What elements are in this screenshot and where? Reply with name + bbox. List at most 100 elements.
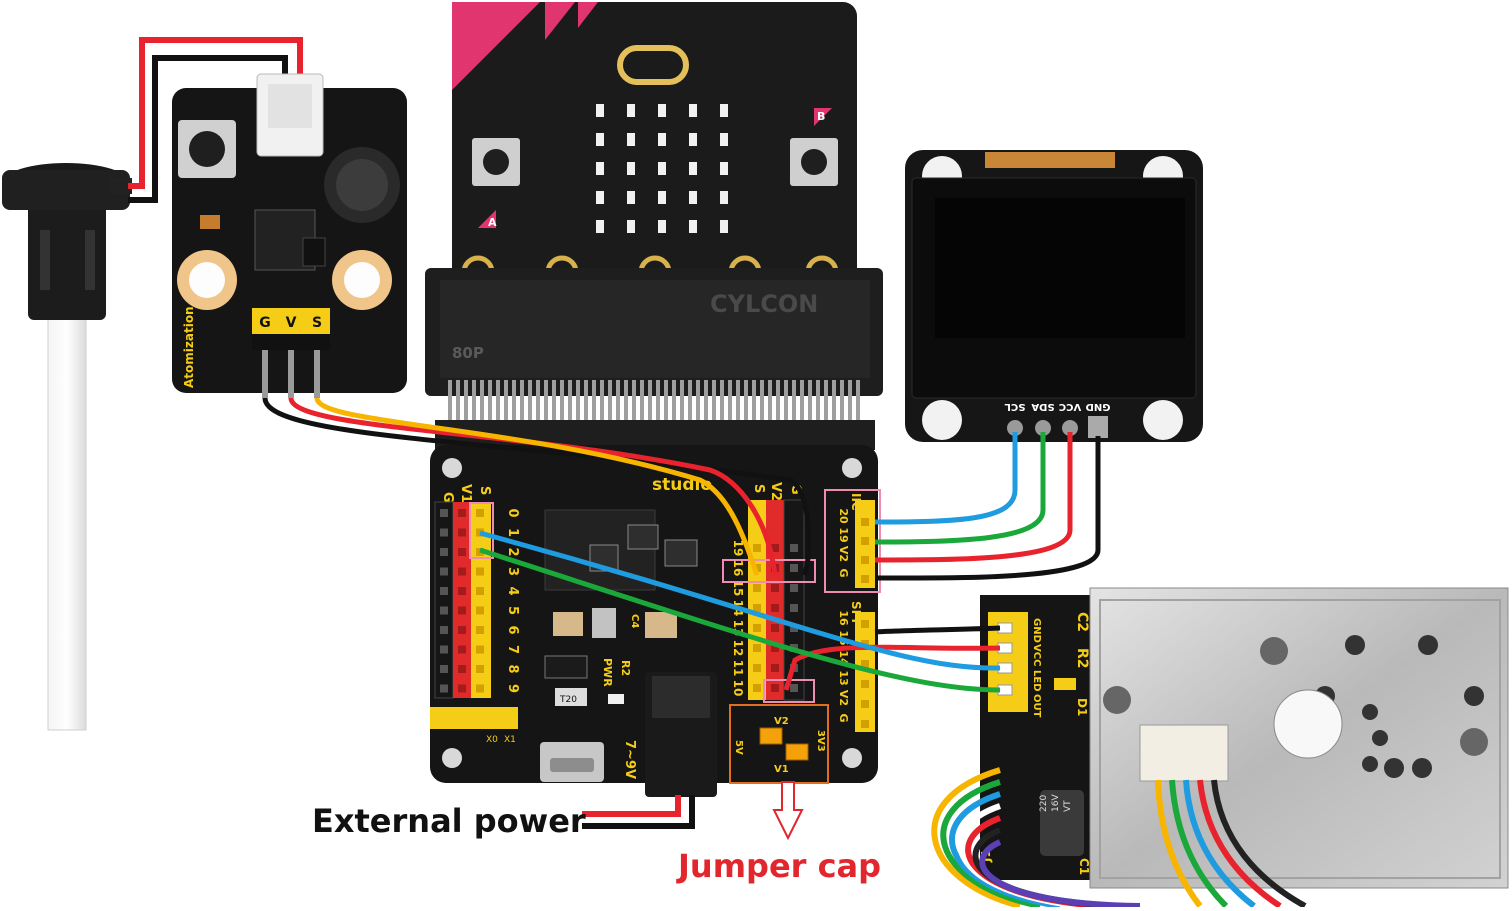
spi-pin-label: V2 (837, 690, 850, 706)
header-pin (458, 645, 466, 654)
led (627, 104, 635, 117)
connector-pin (712, 380, 716, 422)
atomizer-transducer (2, 163, 132, 731)
header-pin (458, 587, 466, 595)
led (689, 133, 697, 146)
connector-pin (472, 380, 476, 422)
mid-pin-label: 19 (731, 540, 745, 557)
connector-pin (736, 380, 740, 422)
connector-pin (848, 380, 852, 422)
connector-pin (672, 380, 676, 422)
header-pin (458, 509, 466, 517)
wire-oled-scl (874, 432, 1018, 525)
transducer-wire-black (128, 55, 288, 203)
led (627, 220, 635, 233)
header-pin (476, 606, 484, 615)
header-pin (458, 665, 466, 673)
left-header-s: S (477, 486, 492, 495)
header-pin (997, 622, 1013, 634)
header-pin (861, 575, 869, 583)
led (720, 133, 728, 146)
iic-pin-label: G (837, 568, 850, 577)
wire-atomizer-v (288, 397, 778, 576)
iic-label: IIC (849, 493, 863, 511)
header-pin (458, 626, 466, 634)
misc-c4: C4 (629, 614, 640, 628)
wire-oled-vcc (874, 432, 1073, 563)
connector-pin (632, 380, 636, 422)
connector-pin (600, 380, 604, 422)
left-pin-label: 2 (505, 547, 520, 556)
header-pin (440, 684, 448, 693)
led (720, 220, 728, 233)
mid-header-g: G (788, 484, 803, 495)
left-pin-label: 3 (505, 567, 520, 576)
connector-pin (568, 380, 572, 422)
led (658, 191, 666, 204)
misc-t20: T20 (559, 695, 577, 705)
jumper-label-3v3: 3V3 (815, 730, 826, 752)
connector-pin (696, 380, 700, 422)
header-pin (790, 584, 798, 592)
left-pin-label: 5 (505, 606, 520, 615)
connector-brand: CYLCON (710, 290, 818, 318)
dust-label-d1: D1 (1075, 698, 1089, 716)
connector-label: 80P (452, 344, 484, 362)
left-header-v1: V1 (458, 484, 473, 503)
connector-pin (448, 380, 452, 422)
header-pin (753, 624, 761, 632)
header-pin (790, 544, 798, 552)
header-pin (440, 626, 448, 634)
header-pin (790, 624, 798, 632)
header-pin (771, 664, 779, 672)
mid-pin-label: 11 (731, 660, 745, 677)
connector-pin (624, 380, 628, 422)
connector-pin (536, 380, 540, 422)
led (658, 162, 666, 175)
wire-oled-gnd (874, 436, 1101, 581)
capacitor-line-3: VT (1063, 800, 1073, 812)
led (596, 220, 604, 233)
connector-pin (856, 380, 860, 422)
left-pin-label: 0 (505, 508, 520, 517)
header-pin (476, 567, 484, 576)
led (627, 162, 635, 175)
header-pin (861, 720, 869, 728)
header-pin (861, 620, 869, 628)
connector-pin (768, 380, 772, 422)
connector-pin (808, 380, 812, 422)
led (658, 220, 666, 233)
header-pin (440, 567, 448, 576)
header-pin (440, 645, 448, 654)
wire-dust-led (479, 530, 1001, 671)
header-pin (476, 626, 484, 634)
atomizer-wires (262, 397, 812, 577)
header-pin (861, 518, 869, 526)
connector-pin (584, 380, 588, 422)
dust-pin-label: VCC (1031, 644, 1042, 666)
shield-brand: studio (652, 475, 712, 495)
transducer-wire-red (128, 37, 303, 189)
callout-pins-1-2 (469, 502, 494, 559)
header-pin (997, 662, 1013, 674)
header-pin (440, 665, 448, 673)
header-pin (753, 604, 761, 612)
connector-pin (528, 380, 532, 422)
iic-pin-label: 20 (837, 508, 850, 524)
atomizer-pin-g: G (259, 315, 271, 331)
connector-pins (448, 380, 860, 422)
header-pin (476, 509, 484, 517)
led (689, 162, 697, 175)
callout-pins-16 (722, 559, 816, 583)
header-pin (440, 587, 448, 595)
edge-connector: CYLCON 80P (425, 268, 883, 450)
header-pin (861, 680, 869, 688)
header-pin (861, 537, 869, 545)
